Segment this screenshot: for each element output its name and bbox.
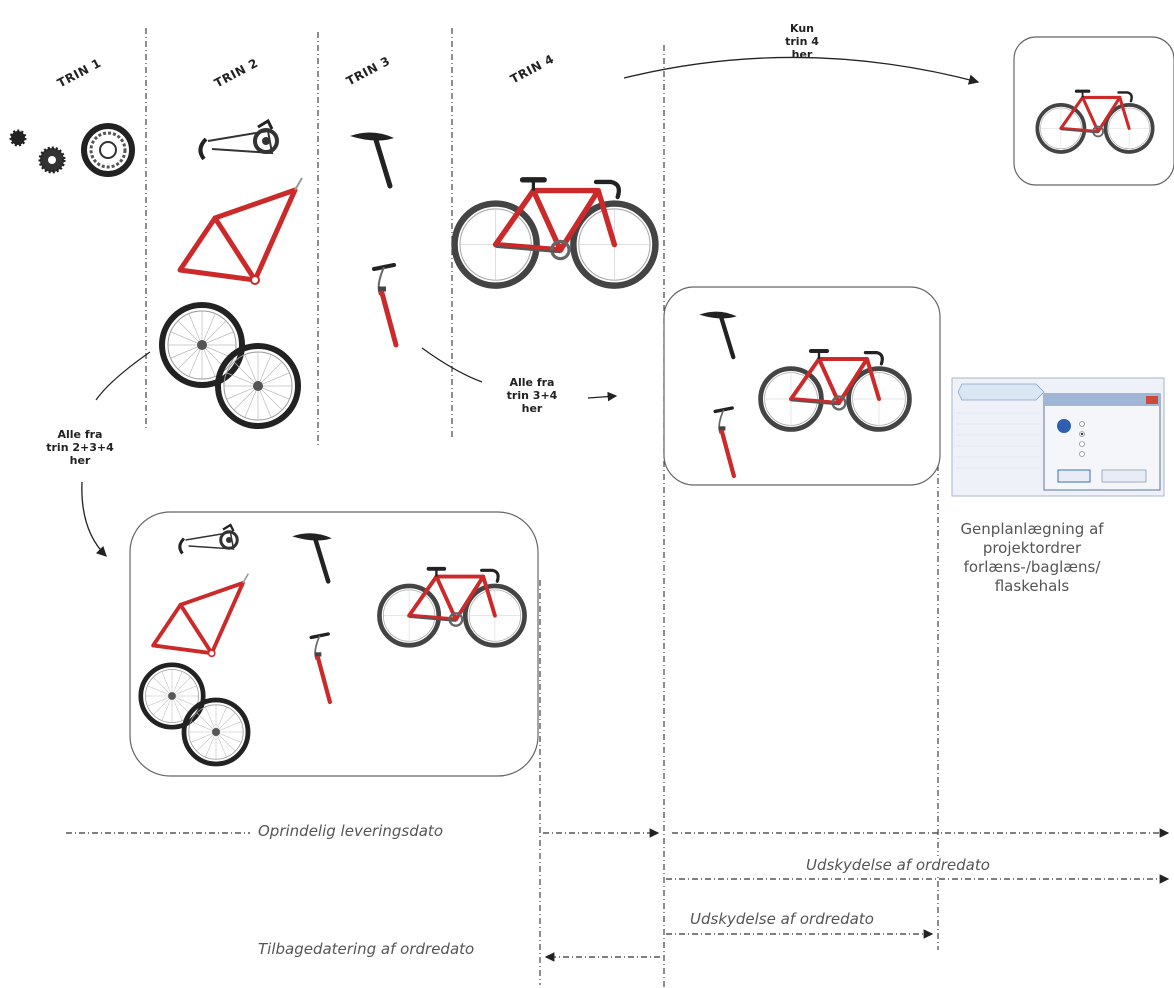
arrow-steps234 xyxy=(81,481,107,557)
rescheduling-caption: Genplanlægning af projektordrer forlæns-… xyxy=(960,520,1104,595)
arrow-steps34-curve xyxy=(421,347,483,383)
wheels-icon xyxy=(162,305,298,426)
steps234-box xyxy=(129,511,539,777)
note-steps-3-4: Alle fra trin 3+4 her xyxy=(506,376,558,415)
step-column-dividers xyxy=(145,28,453,445)
gears-icon xyxy=(9,123,135,177)
note-only-step4: Kun trin 4 her xyxy=(785,22,819,61)
label-backdate: Tilbagedatering af ordredato xyxy=(254,940,479,958)
reschedule-dialog-screenshot xyxy=(951,377,1165,497)
arrow-steps34 xyxy=(587,391,618,402)
only-step4-box xyxy=(1013,36,1174,186)
fork-icon xyxy=(374,265,396,345)
label-original-delivery-date: Oprindelig leveringsdato xyxy=(254,822,447,840)
note-steps-2-3-4: Alle fra trin 2+3+4 her xyxy=(46,428,114,467)
timeline-markers xyxy=(539,45,939,988)
drivetrain-icon xyxy=(198,119,279,161)
label-postpone-long: Udskydelse af ordredato xyxy=(802,856,994,874)
arrow-only-step4 xyxy=(623,56,980,85)
frame-icon xyxy=(180,178,302,284)
bike-icon-step4 xyxy=(455,180,656,286)
saddle-icon xyxy=(350,132,394,186)
label-postpone-short: Udskydelse af ordredato xyxy=(686,910,878,928)
arrow-steps234-curve xyxy=(95,351,151,401)
